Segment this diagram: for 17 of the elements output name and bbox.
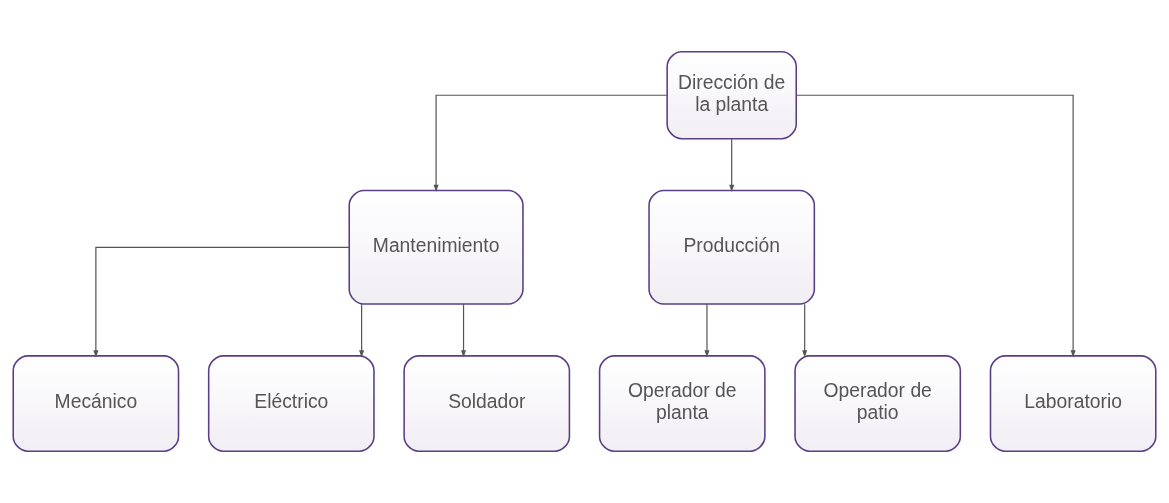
arrow xyxy=(729,138,735,192)
node-box: Eléctrico xyxy=(207,355,375,452)
arrow xyxy=(359,303,365,358)
node-box: Mecánico xyxy=(12,355,180,452)
node-box: Dirección de la planta xyxy=(666,51,798,140)
arrow xyxy=(433,94,668,193)
node-box: Operador de planta xyxy=(598,355,766,452)
arrow xyxy=(802,303,808,358)
node-box: Operador de patio xyxy=(794,355,962,452)
arrow xyxy=(704,303,710,358)
arrow xyxy=(93,246,350,358)
arrow xyxy=(795,94,1076,358)
node-box: Laboratorio xyxy=(989,355,1157,452)
node-box: Soldador xyxy=(403,355,571,452)
node-box: Mantenimiento xyxy=(348,189,524,305)
node-box: Producción xyxy=(648,189,816,305)
arrow xyxy=(461,303,467,358)
